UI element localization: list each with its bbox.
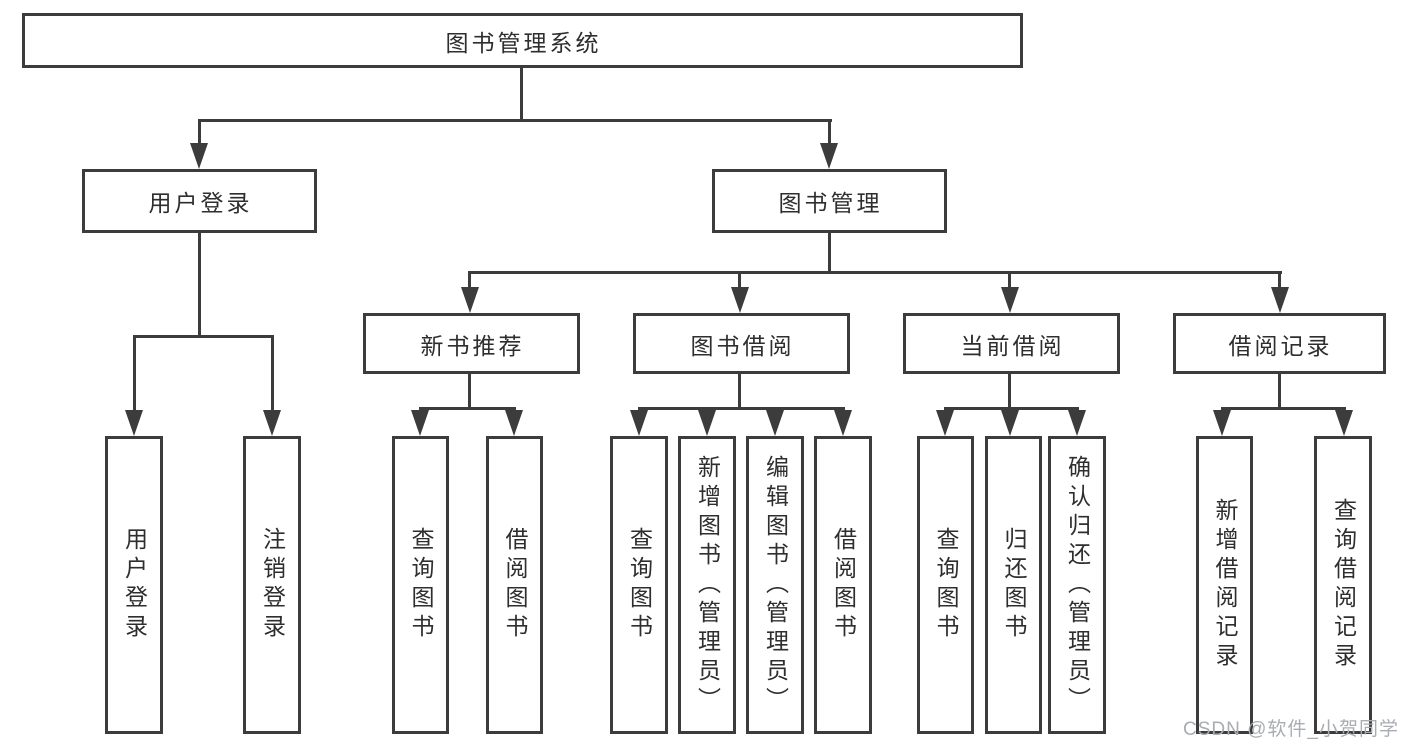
connector-records-h [1221,407,1346,410]
leaf-query-borrow-record: 查询借阅记录 [1314,436,1372,734]
arrow-down-icon [461,287,479,313]
arrow-down-icon [1335,410,1353,436]
arrow-down-icon [1213,410,1231,436]
leaf-add-borrow-record: 新增借阅记录 [1196,436,1253,734]
arrow-down-icon [834,410,852,436]
connector-root-v [520,67,523,121]
leaf-query-borrow-record-label: 查询借阅记录 [1330,498,1357,672]
connector-newbooks-v [468,372,471,409]
leaf-borrow-books-label: 借阅图书 [830,527,857,643]
leaf-logout: 注销登录 [243,436,301,734]
leaf-return-book-label: 归还图书 [1001,527,1027,643]
arrow-down-icon [411,410,429,436]
connector-current-h [944,407,1079,410]
leaf-user-login: 用户登录 [105,436,163,734]
connector-bookmgmt-stub-2 [738,271,741,289]
leaf-query-books-label: 查询图书 [408,527,434,643]
leaf-edit-book-admin: 编辑图书（管理员） [746,436,804,734]
leaf-query-books-borrow: 查询图书 [610,436,668,734]
connector-records-v [1278,372,1281,409]
connector-borrow-h [638,407,845,410]
leaf-query-books-label: 查询图书 [933,527,959,643]
connector-root-stub-right [828,119,831,147]
node-book-borrow-label: 图书借阅 [690,332,795,359]
connector-bookmgmt-stub-4 [1278,271,1281,289]
node-root-label: 图书管理系统 [445,29,602,56]
node-book-borrow: 图书借阅 [633,313,850,374]
leaf-query-books-label: 查询图书 [626,527,653,643]
connector-userlogin-h [133,335,274,338]
arrow-down-icon [731,287,749,313]
connector-bookmgmt-stub-3 [1008,271,1011,289]
connector-root-stub-left [198,119,201,147]
arrow-down-icon [936,410,954,436]
leaf-return-book: 归还图书 [985,436,1042,734]
arrow-down-icon [1001,287,1019,313]
leaf-add-borrow-record-label: 新增借阅记录 [1212,498,1238,672]
node-book-mgmt: 图书管理 [712,169,947,233]
connector-userlogin-v [198,231,201,337]
leaf-edit-book-admin-label: 编辑图书（管理员） [762,454,789,716]
connector-bookmgmt-v [828,231,831,273]
arrow-down-icon [820,143,838,169]
arrow-down-icon [505,410,523,436]
node-root: 图书管理系统 [22,13,1023,68]
leaf-confirm-return-admin-label: 确认归还（管理员） [1064,454,1091,716]
leaf-query-books-current: 查询图书 [917,436,974,734]
node-new-books: 新书推荐 [363,313,580,374]
csdn-watermark: CSDN @软件_小贺同学 [1183,719,1399,740]
connector-newbooks-h [419,407,516,410]
node-user-login: 用户登录 [82,169,317,233]
arrow-down-icon [1001,410,1019,436]
leaf-logout-label: 注销登录 [259,527,286,643]
connector-bookmgmt-stub-1 [468,271,471,289]
node-borrow-records-label: 借阅记录 [1228,332,1333,359]
leaf-add-book-admin-label: 新增图书（管理员） [694,454,721,716]
leaf-query-books-newbooks: 查询图书 [392,436,449,734]
leaf-confirm-return-admin: 确认归还（管理员） [1048,436,1106,734]
node-new-books-label: 新书推荐 [420,332,525,359]
arrow-down-icon [630,410,648,436]
leaf-borrow-books-borrow: 借阅图书 [814,436,872,734]
leaf-borrow-books-label: 借阅图书 [502,527,528,643]
arrow-down-icon [698,410,716,436]
connector-borrow-v [738,372,741,409]
leaf-add-book-admin: 新增图书（管理员） [678,436,736,734]
arrow-down-icon [190,143,208,169]
arrow-down-icon [1068,410,1086,436]
connector-userlogin-stub-2 [271,335,274,412]
node-current-borrow: 当前借阅 [903,313,1120,374]
connector-bookmgmt-h [469,271,1282,274]
arrow-down-icon [766,410,784,436]
node-book-mgmt-label: 图书管理 [778,190,883,216]
connector-current-v [1008,372,1011,409]
node-borrow-records: 借阅记录 [1173,313,1386,374]
leaf-user-login-label: 用户登录 [121,527,148,643]
arrow-down-icon [1271,287,1289,313]
arrow-down-icon [125,410,143,436]
arrow-down-icon [263,410,281,436]
leaf-borrow-books-newbooks: 借阅图书 [486,436,543,734]
node-user-login-label: 用户登录 [148,190,253,216]
node-current-borrow-label: 当前借阅 [960,332,1065,359]
connector-userlogin-stub-1 [133,335,136,412]
connector-root-h [198,119,832,122]
